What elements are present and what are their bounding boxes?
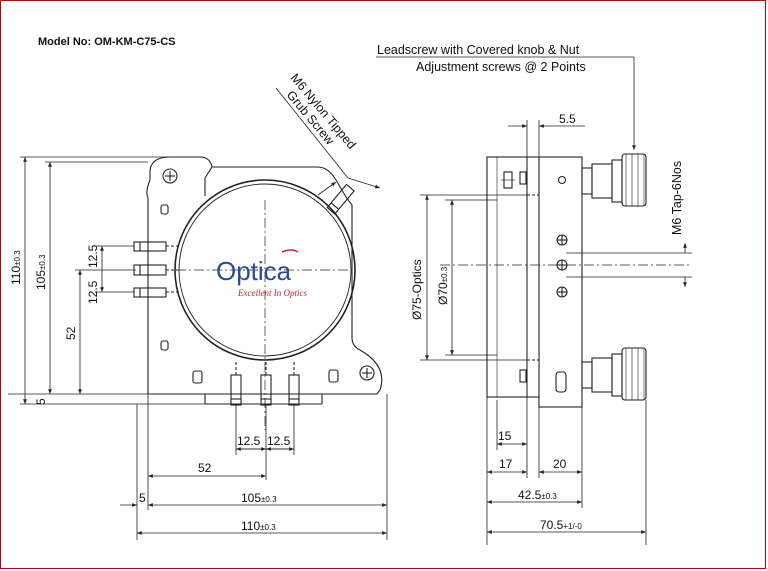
dim-12-5-lower: 12.5 [86,280,100,304]
dim-17: 17 [499,457,513,471]
dim-20: 20 [553,457,567,471]
side-view [440,153,690,408]
leadscrew-callout-line1: Leadscrew with Covered knob & Nut [377,43,580,57]
mount-outline [146,156,383,395]
front-view [133,156,383,430]
dim-optics-diameter: Ø75-Optics [410,259,424,320]
side-front-plate [486,156,528,398]
side-view-dimensions [420,120,692,545]
dim-aperture-diameter: Ø70±0.3 [436,266,450,305]
dim-105-horizontal: 105±0.3 [241,491,277,505]
adjuster-knob-bottom [581,347,647,401]
dim-52-horizontal: 52 [198,461,212,475]
dim-42-5: 42.5±0.3 [518,488,557,502]
corner-hole-bottom-right [359,365,375,381]
dim-105-vertical: 105±0.3 [34,254,48,290]
svg-text:Optica: Optica [216,256,292,286]
slot-bottom-right [328,369,339,383]
leadscrew-callout [376,56,636,150]
tap-callout: M6 Tap-6Nos [670,161,684,235]
slot-left-top [160,204,169,215]
side-back-plate [538,156,583,408]
dim-5-5: 5.5 [559,112,576,126]
dim-52-vertical: 52 [64,326,78,340]
optica-logo: Optica Excellent In Optics [216,249,307,298]
mount-inner-step [204,166,213,196]
leadscrew-callout-line2: Adjustment screws @ 2 Points [416,60,586,74]
dim-12-5-upper: 12.5 [86,244,100,268]
corner-hole-top-left [162,168,178,184]
adjuster-knob-top [581,153,647,207]
model-number-label: Model No: OM-KM-C75-CS [38,36,176,48]
grub-screw [326,183,355,215]
dim-12-5-bottom-right: 12.5 [267,434,291,448]
dim-5-vertical: 5 [34,398,48,405]
bottom-adjuster-screws [230,362,300,406]
dim-110-vertical: 110±0.3 [9,250,23,285]
dim-110-horizontal: 110±0.3 [241,519,276,533]
svg-text:Excellent In Optics: Excellent In Optics [237,288,307,298]
front-view-dimensions [8,156,388,540]
dim-12-5-bottom-left: 12.5 [237,434,261,448]
left-adjuster-screws [133,241,178,298]
dim-15: 15 [498,429,512,443]
dim-70-5: 70.5+1/-0 [540,518,582,532]
slot-left-bottom [160,340,169,351]
grub-screw-callout [275,87,381,196]
dim-5-horizontal: 5 [139,491,146,505]
optic-bore-outer [174,179,356,361]
slot-bottom-left [192,370,203,384]
